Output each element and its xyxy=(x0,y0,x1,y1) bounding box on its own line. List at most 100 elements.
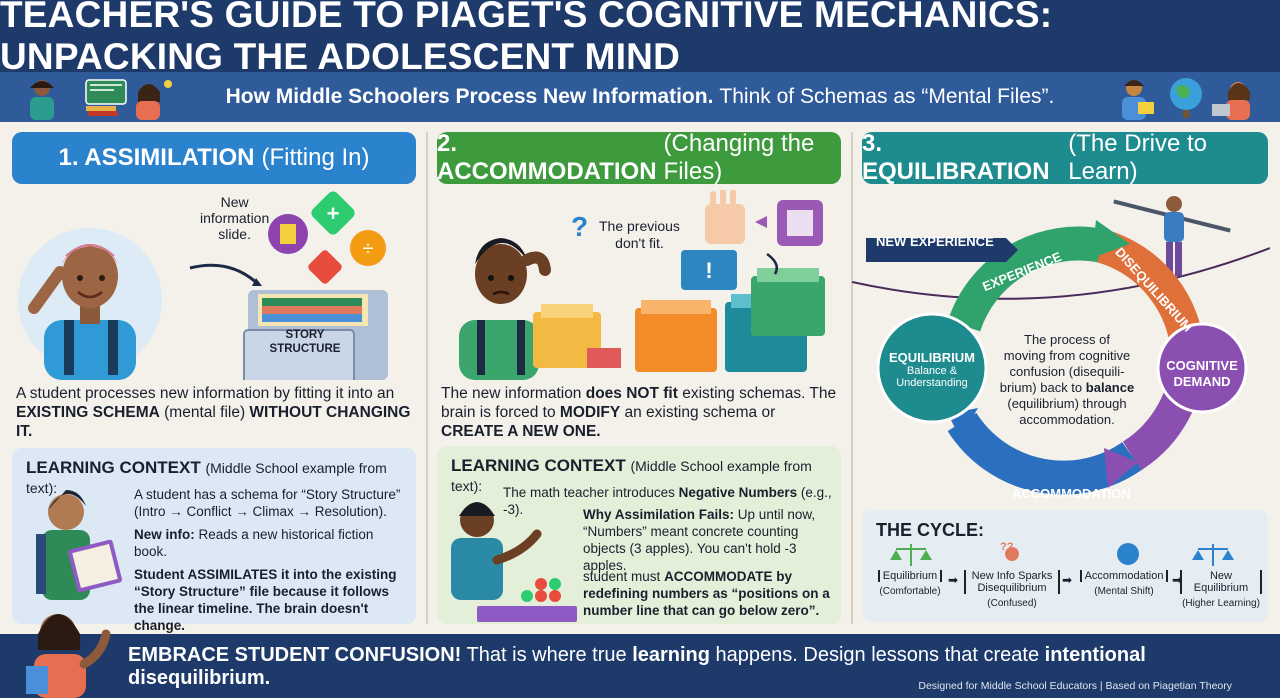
cabinet-label-line: STORY xyxy=(285,329,325,341)
center-line: accommodation. xyxy=(1019,412,1115,427)
subtitle-rest: Think of Schemas as “Mental Files”. xyxy=(719,85,1055,108)
equilibration-subtitle: (The Drive to Learn) xyxy=(1068,130,1207,185)
equilibrium-node: EQUILIBRIUM Balance & Understanding xyxy=(878,350,986,389)
cabinet-label: STORY STRUCTURE xyxy=(250,328,360,356)
step-sub: (Higher Learning) xyxy=(1182,598,1260,609)
subtitle-bold: How Middle Schoolers Process New Informa… xyxy=(225,85,714,108)
context-line: A student has a schema for “Story Struct… xyxy=(134,487,401,502)
footer-bold: learning xyxy=(632,644,710,666)
equilibrium-label: EQUILIBRIUM xyxy=(889,350,975,365)
context-subheading: (Middle School example from text): xyxy=(26,460,387,496)
desc-text: A student processes new information by f… xyxy=(16,385,395,402)
footer-bold: intentional disequilibrium. xyxy=(128,644,1146,689)
accommodation-subtitle: (Changing the Files) xyxy=(663,130,815,185)
step-label: Accommodation xyxy=(1079,570,1169,582)
equilibration-column: 3. EQUILIBRATION (The Drive to Learn) NE… xyxy=(852,130,1270,630)
cognitive-demand-line: COGNITIVE xyxy=(1166,358,1238,373)
column-divider xyxy=(426,132,428,624)
step-label: Equilibrium xyxy=(877,570,943,582)
equilibrium-sub: Balance & xyxy=(906,365,958,377)
assimilation-illustration: + ÷ xyxy=(18,191,388,380)
svg-text:÷: ÷ xyxy=(363,238,374,260)
footer-text: That is where true xyxy=(466,644,627,666)
desc-text: (mental file) xyxy=(164,404,246,421)
callout-line: The previous xyxy=(599,218,680,234)
scale-icon xyxy=(890,544,932,566)
step-sub: (Comfortable) xyxy=(879,586,941,597)
students-illustration-right xyxy=(1122,78,1250,120)
assimilation-callout: New information slide. xyxy=(200,194,269,242)
step-sub: (Mental Shift) xyxy=(1094,586,1154,597)
equilibration-title: 3. EQUILIBRATION xyxy=(862,130,1050,185)
desc-bold: CREATE A NEW ONE. xyxy=(441,423,601,440)
callout-line: New xyxy=(220,194,249,210)
step-label: New Equilibrium xyxy=(1180,570,1262,594)
context-line: (Intro → Conflict → Climax → Resolution)… xyxy=(134,504,387,519)
center-line: moving from cognitive xyxy=(1003,348,1131,363)
arrow-icon: ➡ xyxy=(948,573,959,587)
newinfo-label: New info: xyxy=(134,527,195,542)
new-experience-label: NEW EXPERIENCE xyxy=(876,234,994,249)
cycle-center-text: The process of moving from cognitive con… xyxy=(992,332,1142,428)
accommodation-header: 2. ACCOMMODATION (Changing the Files) xyxy=(437,130,841,185)
desc-bold: WITHOUT CHANGING IT. xyxy=(16,404,411,440)
cycle-step: Accommodation (Mental Shift) xyxy=(1076,570,1172,598)
column-divider xyxy=(851,132,853,624)
scale-icon xyxy=(1192,544,1234,566)
context-title: LEARNING CONTEXT (Middle School example … xyxy=(451,456,841,496)
accommodation-column: 2. ACCOMMODATION (Changing the Files) ? … xyxy=(437,130,841,630)
cognitive-demand-node: COGNITIVE DEMAND xyxy=(1158,358,1246,390)
desc-bold: does NOT fit xyxy=(585,385,678,402)
equilibrium-sub: Understanding xyxy=(896,377,968,389)
footer-banner: EMBRACE STUDENT CONFUSION! That is where… xyxy=(0,614,1280,698)
equilibration-header: 3. EQUILIBRATION (The Drive to Learn) xyxy=(862,130,1268,185)
center-line: confusion (disequili- xyxy=(1009,364,1125,379)
center-bold: balance xyxy=(1085,380,1135,395)
accommodation-context-why: Why Assimilation Fails: Up until now, “N… xyxy=(583,506,833,574)
svg-text:?: ? xyxy=(571,211,588,242)
assimilation-column: 1. ASSIMILATION (Fitting In) + ÷ New inf… xyxy=(12,132,416,633)
callout-line: information xyxy=(200,210,270,226)
desc-text: existing schemas. The brain is forced to xyxy=(441,385,837,421)
accommodation-context-box: LEARNING CONTEXT (Middle School example … xyxy=(437,446,841,624)
arrow-icon: ➡ xyxy=(1062,573,1073,587)
cycle-step: Equilibrium (Comfortable) xyxy=(872,570,948,598)
accommodation-title: 2. ACCOMMODATION xyxy=(437,130,657,185)
callout-line: don't fit. xyxy=(615,235,664,251)
accommodation-context-student: student must ACCOMMODATE by redefining n… xyxy=(583,568,833,619)
step-label: New Info Sparks Disequilibrium xyxy=(964,570,1060,594)
context-heading: LEARNING CONTEXT xyxy=(26,458,201,477)
title-bar: TEACHER'S GUIDE TO PIAGET'S COGNITIVE ME… xyxy=(0,0,1280,77)
assimilation-subtitle: (Fitting In) xyxy=(261,144,370,171)
assimilation-title: 1. ASSIMILATION xyxy=(58,144,255,171)
context-subheading: (Middle School example from text): xyxy=(451,458,812,494)
accommodation-arc-label: ACCOMMODATION xyxy=(1012,486,1131,501)
student-bold: ACCOMMODATE by redefining numbers as “po… xyxy=(583,569,830,618)
footer-message: EMBRACE STUDENT CONFUSION! That is where… xyxy=(128,644,1280,690)
assimilation-header: 1. ASSIMILATION (Fitting In) xyxy=(12,132,416,184)
student-text: student must xyxy=(583,569,661,584)
teacher-illustration xyxy=(26,614,111,698)
context-text: (e.g., -3). xyxy=(503,485,832,517)
context-bold: Negative Numbers xyxy=(678,485,798,500)
why-text: Up until now, “Numbers” meant concrete c… xyxy=(583,507,816,573)
cognitive-demand-line: DEMAND xyxy=(1173,374,1231,389)
callout-line: slide. xyxy=(218,226,251,242)
newinfo-text: Reads a new historical fiction book. xyxy=(134,527,374,559)
svg-text:??: ?? xyxy=(1000,541,1014,553)
center-line: brium) back to xyxy=(999,380,1083,395)
context-conclusion: Student ASSIMILATES it into the existing… xyxy=(134,567,397,633)
accommodation-context-intro: The math teacher introduces Negative Num… xyxy=(503,484,833,518)
context-text: The math teacher introduces xyxy=(503,485,675,500)
equilibration-cycle-diagram xyxy=(852,196,1270,495)
why-label: Why Assimilation Fails: xyxy=(583,507,735,522)
assimilation-context-box: LEARNING CONTEXT (Middle School example … xyxy=(12,448,416,633)
mind-icon xyxy=(1117,543,1139,565)
context-title: LEARNING CONTEXT (Middle School example … xyxy=(26,458,416,498)
cycle-box: THE CYCLE: ?? Equilibrium (Comfortable) … xyxy=(862,510,1268,622)
students-illustration-left xyxy=(30,79,172,120)
arrow-icon: ➡ xyxy=(1172,573,1183,587)
page-title: TEACHER'S GUIDE TO PIAGET'S COGNITIVE ME… xyxy=(0,0,1053,77)
desc-text: The new information xyxy=(441,385,582,402)
accommodation-description: The new information does NOT fit existin… xyxy=(441,384,837,441)
